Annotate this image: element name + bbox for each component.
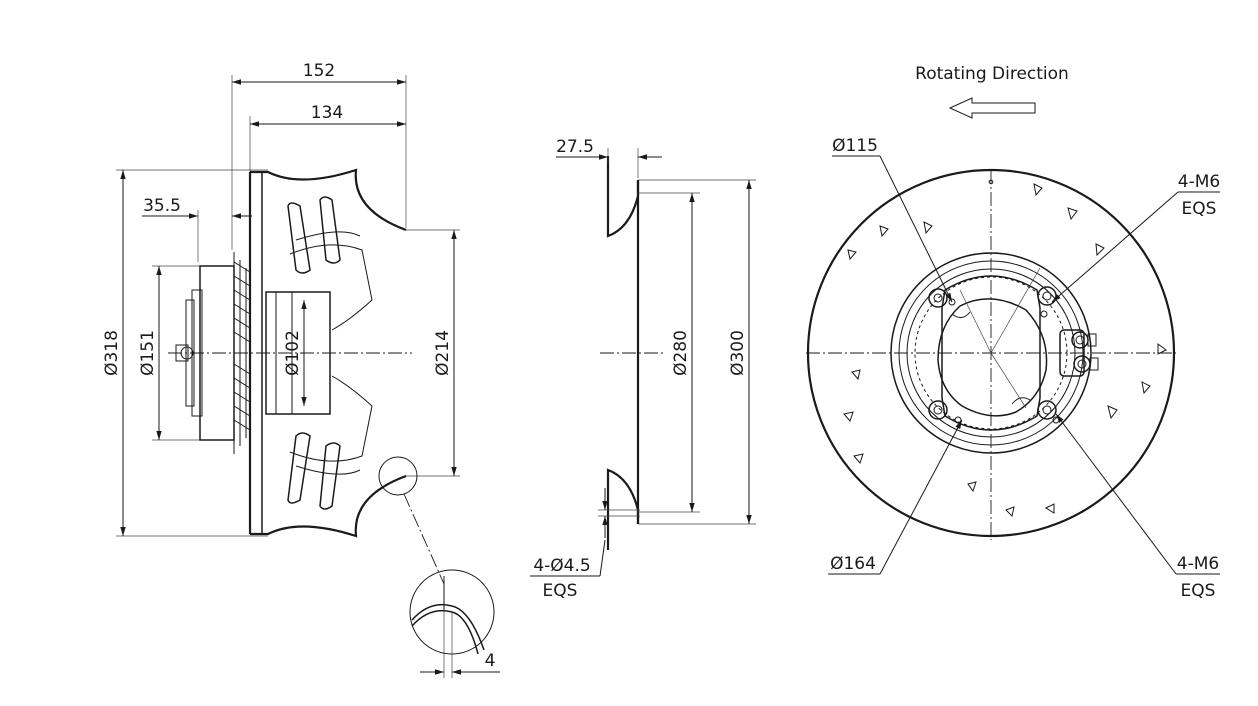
dim-impeller-width: 134: [250, 103, 406, 127]
rotation-label: Rotating Direction: [915, 64, 1069, 84]
inlet-ring-view: 27.5 Ø280 Ø300 4-Ø4.5 EQS: [530, 137, 756, 601]
dim-overall-width: 152: [232, 61, 406, 85]
dim-hub-diameter-label: Ø102: [283, 330, 303, 376]
dim-bolt-circle-label: Ø280: [671, 330, 691, 376]
dim-ring-outer: Ø300: [638, 179, 756, 525]
dim-overall-width-label: 152: [303, 61, 335, 81]
dim-motor-offset-label: 35.5: [143, 196, 181, 216]
impeller-outer-circle: [806, 168, 1176, 538]
front-view: Rotating Direction: [806, 64, 1220, 601]
dim-inlet-diameter: Ø214: [406, 229, 460, 477]
hole-callout-top: 4-Ø4.5: [533, 556, 590, 576]
dim-outer-diameter-label: Ø318: [102, 330, 122, 376]
motor: [175, 252, 331, 454]
detail-view: 4: [409, 569, 500, 678]
dim-hub-diameter: Ø102: [283, 300, 307, 406]
rotation-arrow-icon: [948, 97, 1036, 119]
dim-ring-outer-label: Ø300: [728, 330, 748, 376]
motor-fins: [233, 252, 251, 454]
blade-tips: [843, 183, 1167, 517]
hole-callout-bottom: EQS: [543, 581, 578, 601]
dim-flange-depth: 27.5: [556, 137, 662, 178]
side-view: 152 134 35.5 Ø318 Ø151: [102, 61, 500, 678]
dim-mount-circle-label: Ø164: [830, 554, 876, 574]
dim-motor-diameter-label: Ø151: [138, 330, 158, 376]
dim-impeller-width-label: 134: [311, 103, 343, 123]
callout-lower-top: 4-M6: [1177, 554, 1219, 574]
dim-motor-diameter: Ø151: [138, 265, 200, 441]
impeller: [248, 168, 407, 538]
dim-inlet-diameter-label: Ø214: [433, 330, 453, 376]
dim-flange-depth-label: 27.5: [556, 137, 594, 157]
dim-motor-offset: 35.5: [142, 196, 252, 262]
callout-upper-bottom: EQS: [1182, 199, 1217, 219]
callout-lower-thread: 4-M6 EQS: [1055, 413, 1220, 601]
cable-gland: [1059, 329, 1099, 377]
callout-lower-bottom: EQS: [1181, 581, 1216, 601]
callout-upper-top: 4-M6: [1178, 172, 1220, 192]
dim-mount-circle: Ø164: [828, 419, 963, 575]
dim-inner-circle-label: Ø115: [832, 136, 878, 156]
detail-marker: [378, 456, 418, 496]
dim-detail-thickness-label: 4: [485, 651, 496, 671]
dim-bolt-circle: Ø280: [638, 192, 700, 513]
dim-inner-circle: Ø115: [832, 136, 953, 303]
dim-outer-diameter: Ø318: [102, 169, 268, 537]
hole-callout: 4-Ø4.5 EQS: [530, 488, 640, 601]
callout-upper-thread: 4-M6 EQS: [1051, 172, 1220, 303]
